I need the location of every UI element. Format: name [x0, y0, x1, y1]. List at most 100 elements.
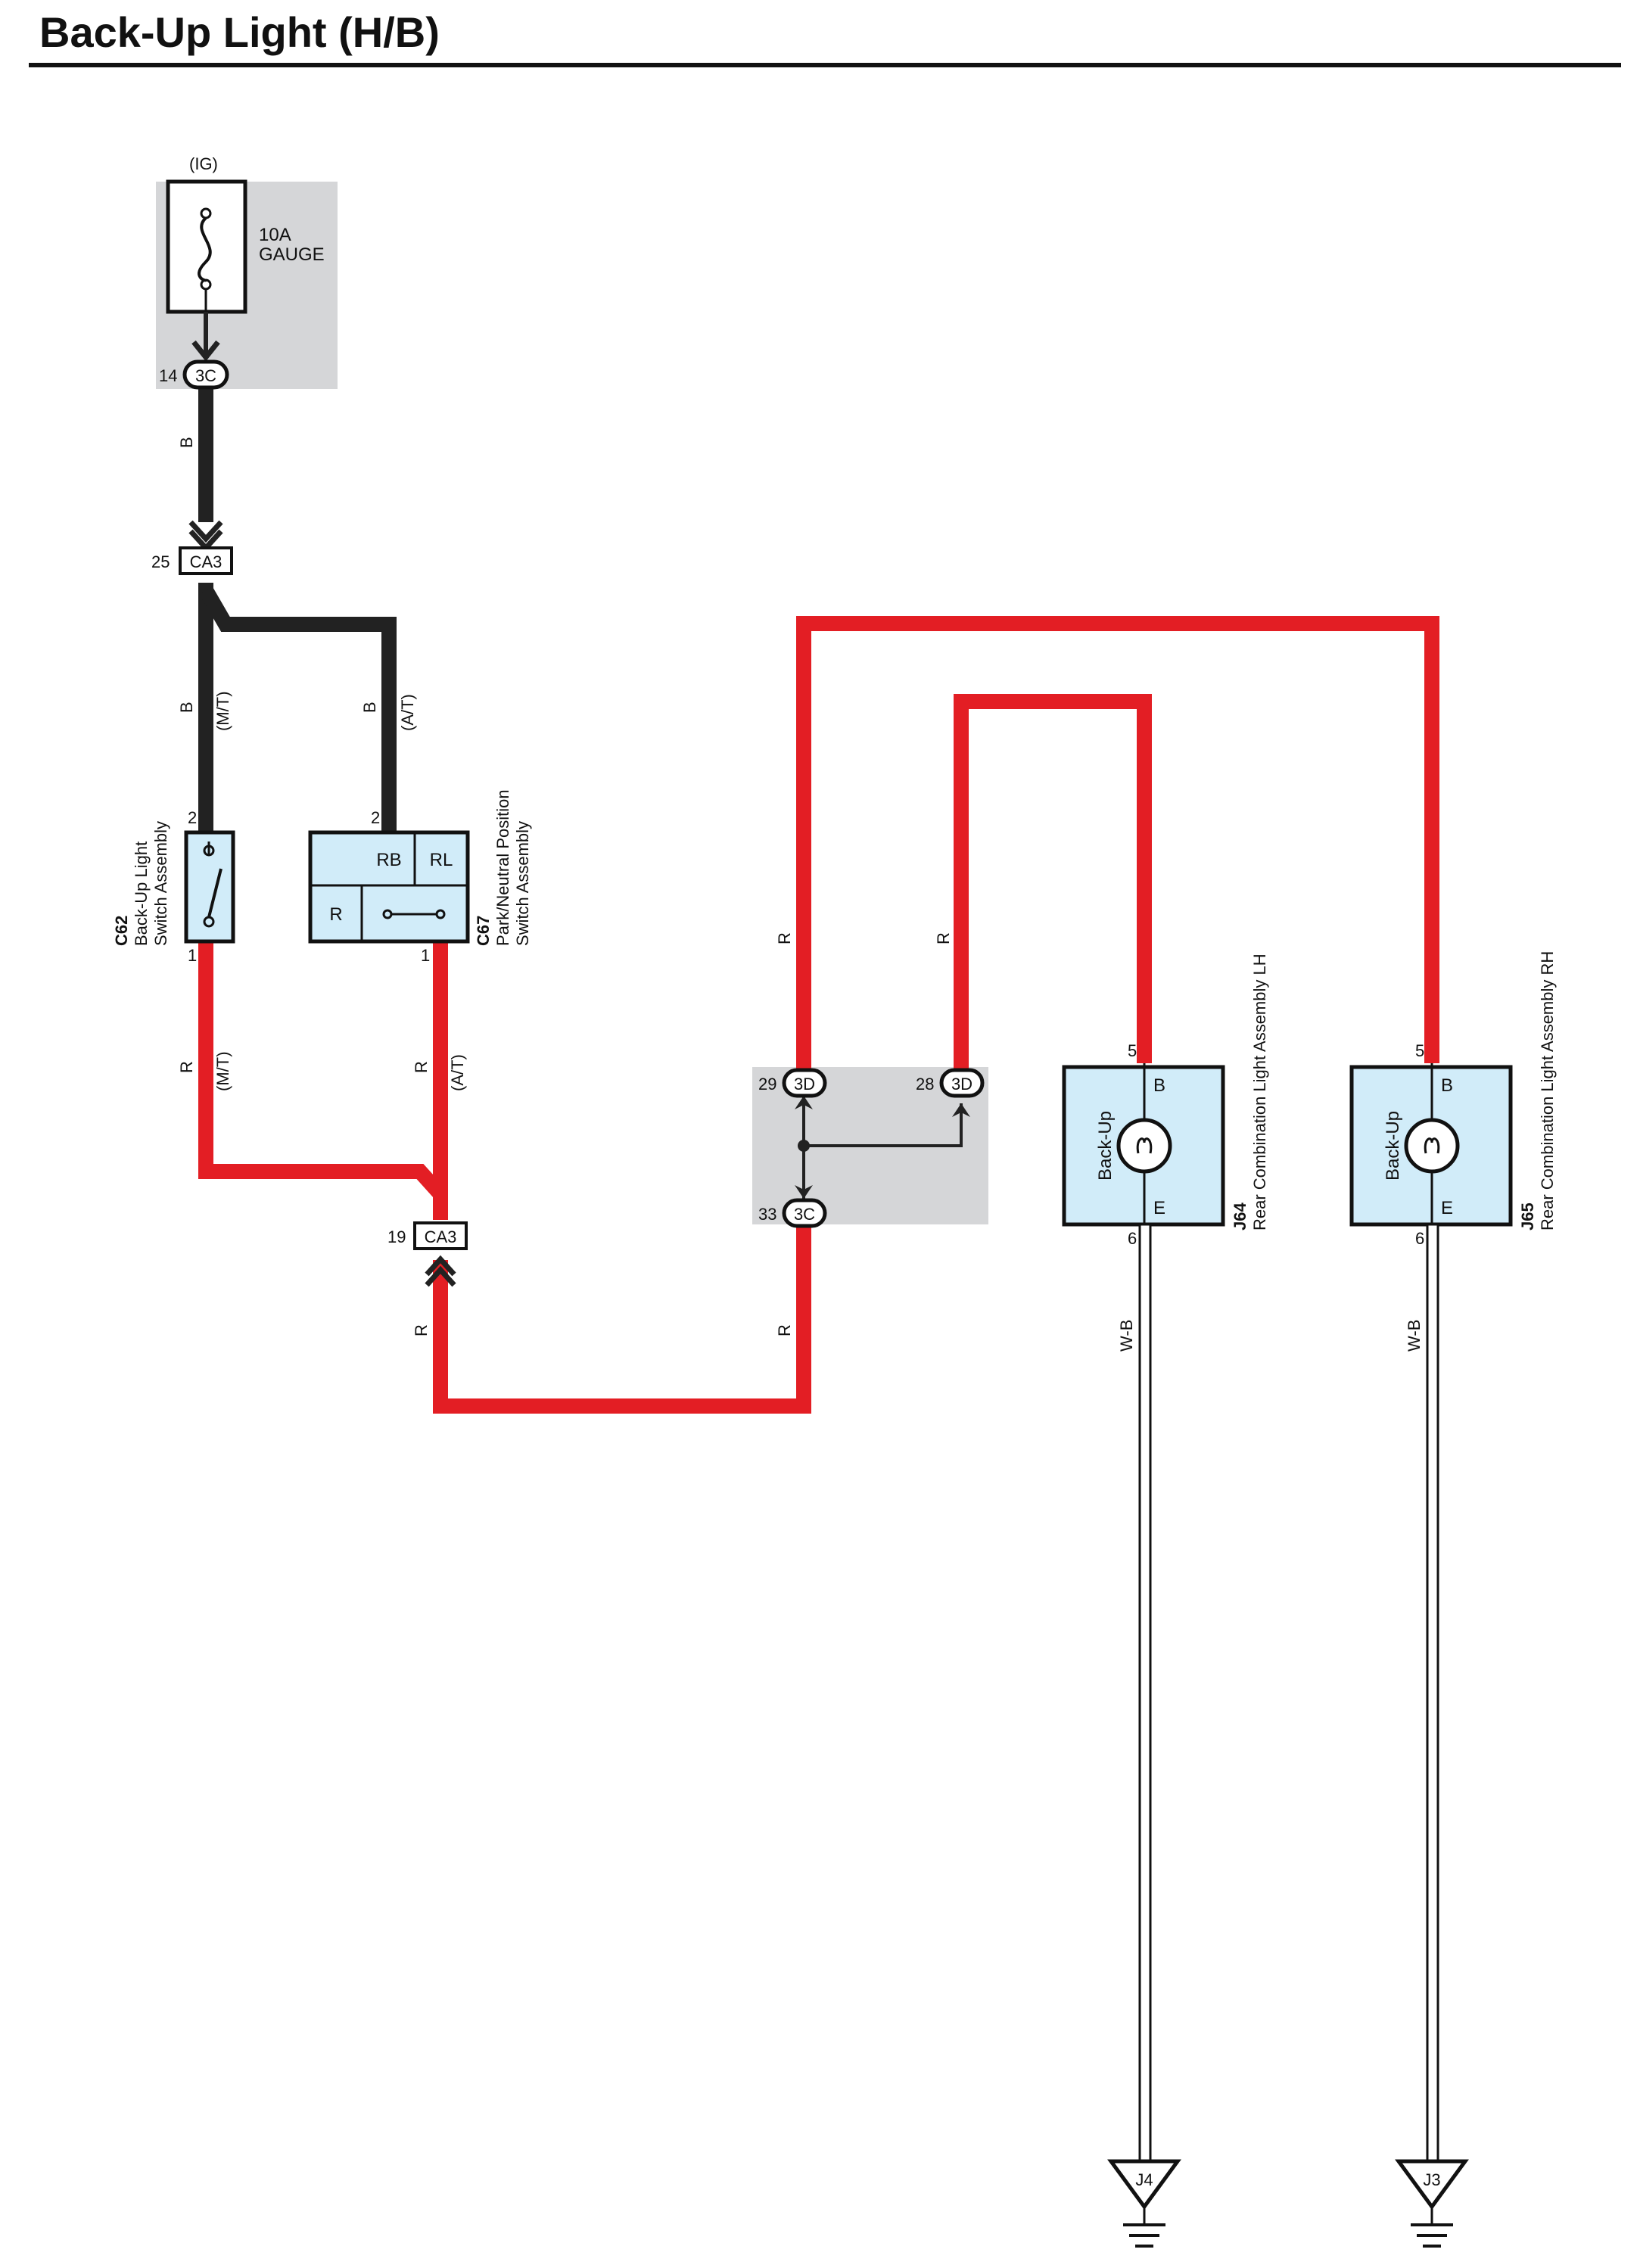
wire-wb-lh	[1138, 1223, 1152, 2163]
wire-color-label: R	[177, 1061, 196, 1073]
black-wires	[198, 378, 397, 831]
terminal-label: B	[1153, 1075, 1165, 1096]
terminal-label: B	[1441, 1075, 1453, 1096]
bulb-label: Back-Up	[1383, 1111, 1403, 1181]
arrow-up-icon	[952, 1103, 970, 1117]
junction-arrows	[795, 1096, 970, 1199]
wire-color-label: W-B	[1405, 1320, 1424, 1352]
ground-point-icon	[1395, 2159, 1469, 2210]
ground-wires	[1138, 1223, 1439, 2163]
ground-label: J3	[1423, 2170, 1440, 2189]
wire-color-label: B	[360, 702, 379, 713]
filament-icon	[1424, 1137, 1440, 1154]
wire-r-mt	[198, 938, 448, 1220]
wire-r-bottom	[433, 1218, 811, 1414]
j65-rear-combination-light-rh	[1349, 1063, 1513, 1227]
switch-blade-icon	[207, 868, 223, 918]
fuse-element-icon	[198, 216, 212, 282]
bulb-icon	[1404, 1118, 1460, 1174]
arrow-up-icon	[425, 1255, 456, 1277]
component-code: C67	[474, 916, 493, 946]
connector-code: 3D	[794, 1075, 815, 1094]
connector-28-3d	[939, 1068, 985, 1098]
pin-label: 1	[421, 946, 430, 965]
pin-label: 6	[1415, 1229, 1424, 1248]
page-title: Back-Up Light (H/B)	[39, 8, 440, 56]
wire-color-label: R	[775, 1324, 794, 1336]
wire-color-label: R	[412, 1061, 431, 1073]
wire-r-outer	[796, 616, 1439, 1071]
connector-code: 3C	[195, 366, 216, 385]
switch-cell-label: R	[329, 904, 342, 925]
pin-label: 5	[1415, 1041, 1424, 1060]
wire-color-label: W-B	[1117, 1320, 1136, 1352]
arrow-down-icon	[188, 520, 223, 543]
pin-label: 6	[1128, 1229, 1137, 1248]
wire-variant-label: (A/T)	[448, 1054, 467, 1091]
splice-dot-icon	[798, 1140, 810, 1152]
wire-variant-label: (M/T)	[213, 691, 232, 731]
component-name: Rear Combination Light Assembly LH	[1250, 954, 1269, 1230]
component-name: Switch Assembly	[513, 821, 532, 946]
pin-label: 2	[371, 808, 380, 827]
switch-cell-label: RL	[430, 850, 453, 870]
junction-trace	[804, 1103, 963, 1147]
terminal-label: E	[1153, 1198, 1165, 1218]
wire-color-label: R	[775, 932, 794, 944]
wire-wb-rh	[1426, 1223, 1439, 2163]
connector-pin: 28	[916, 1075, 934, 1094]
component-name: Switch Assembly	[151, 821, 170, 946]
wire-r-inner	[954, 694, 1152, 1071]
ca3-19-chevrons	[425, 1255, 456, 1287]
ground-point-icon	[1107, 2159, 1181, 2210]
connector-14-3c	[182, 359, 229, 390]
connector-code: 3C	[794, 1205, 815, 1224]
switch-cell-label: RB	[376, 850, 401, 870]
component-name: Park/Neutral Position	[493, 789, 512, 946]
wire-variant-label: (A/T)	[398, 694, 417, 731]
pin-label: 2	[188, 808, 197, 827]
wire-variant-label: (M/T)	[213, 1051, 232, 1091]
red-wires	[198, 616, 1439, 1414]
arrow-down-icon	[795, 1185, 813, 1199]
connector-25-ca3	[179, 546, 233, 575]
connector-29-3d	[782, 1068, 827, 1098]
bulb-icon	[1116, 1118, 1172, 1174]
c67-park-neutral-switch	[308, 830, 470, 944]
arrow-down-icon	[191, 340, 220, 362]
connector-33-3c	[782, 1198, 827, 1228]
connector-shell	[182, 359, 229, 390]
wire-b-at	[199, 586, 397, 831]
switch-body	[308, 830, 470, 944]
connector-pin: 33	[758, 1205, 776, 1224]
component-code: C62	[112, 916, 131, 946]
terminal-label: E	[1441, 1198, 1453, 1218]
connector-pin: 29	[758, 1075, 776, 1094]
connector-shell	[782, 1198, 827, 1228]
pin-label: 5	[1128, 1041, 1137, 1060]
ground-j3	[1395, 2159, 1469, 2248]
connector-pin: 19	[387, 1227, 406, 1246]
fuse-source-label: (IG)	[189, 154, 218, 173]
connector-shell	[939, 1068, 985, 1098]
ground-j4	[1107, 2159, 1181, 2248]
component-code: J64	[1231, 1202, 1249, 1230]
connector-code: CA3	[425, 1227, 457, 1246]
fuse-rating-label: 10A	[259, 225, 291, 245]
wire-color-label: R	[412, 1324, 431, 1336]
connector-shell	[782, 1068, 827, 1098]
fuse-name-label: GAUGE	[259, 244, 325, 265]
filament-icon	[1136, 1137, 1153, 1154]
wire-color-label: R	[934, 932, 953, 944]
ground-label: J4	[1135, 2170, 1153, 2189]
connector-code: CA3	[190, 552, 223, 571]
connector-pin: 14	[159, 366, 177, 385]
arrow-up-icon	[795, 1096, 813, 1109]
fuse-gauge	[166, 179, 247, 356]
arrow-up-icon	[425, 1265, 456, 1287]
connector-19-ca3	[413, 1221, 468, 1250]
bulb-label: Back-Up	[1095, 1111, 1116, 1181]
wire-color-label: B	[177, 437, 196, 448]
j64-rear-combination-light-lh	[1062, 1063, 1225, 1227]
